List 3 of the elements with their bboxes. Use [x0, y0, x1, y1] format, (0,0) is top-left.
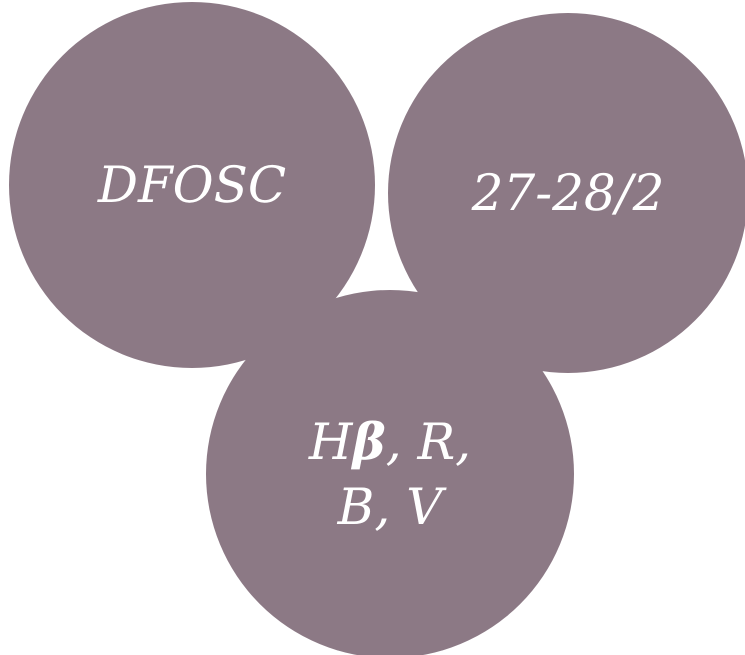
circle-label: DFOSC [98, 154, 286, 216]
circle-label: Hβ, R, B, V [307, 410, 472, 538]
circle-label: 27-28/2 [472, 162, 664, 224]
